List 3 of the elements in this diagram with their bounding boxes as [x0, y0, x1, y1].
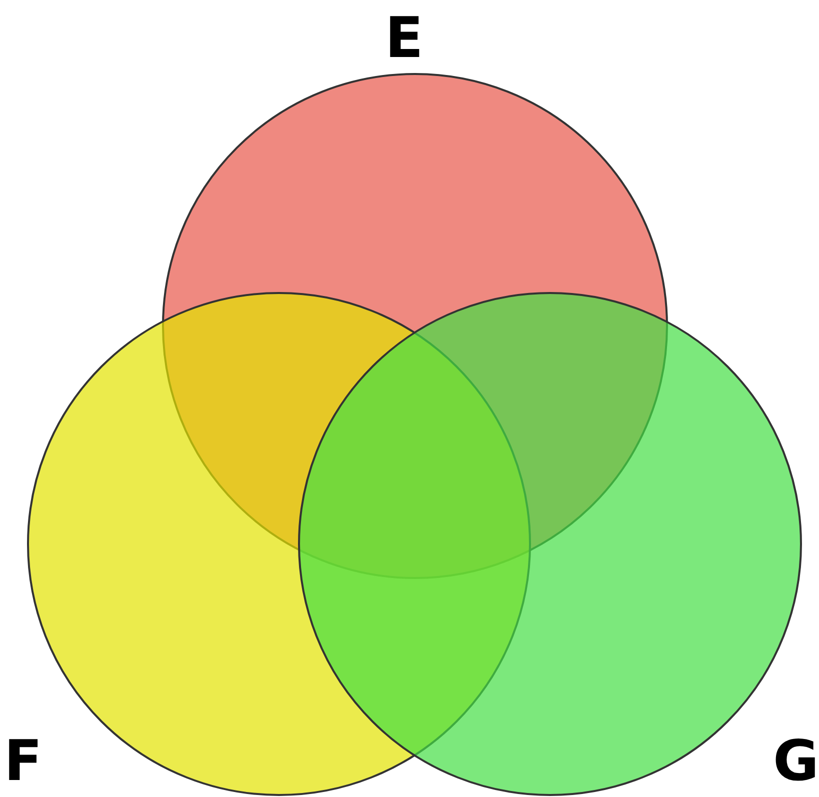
set-label: G: [773, 731, 819, 793]
set-label: E: [385, 8, 424, 70]
set-label: F: [4, 731, 42, 793]
